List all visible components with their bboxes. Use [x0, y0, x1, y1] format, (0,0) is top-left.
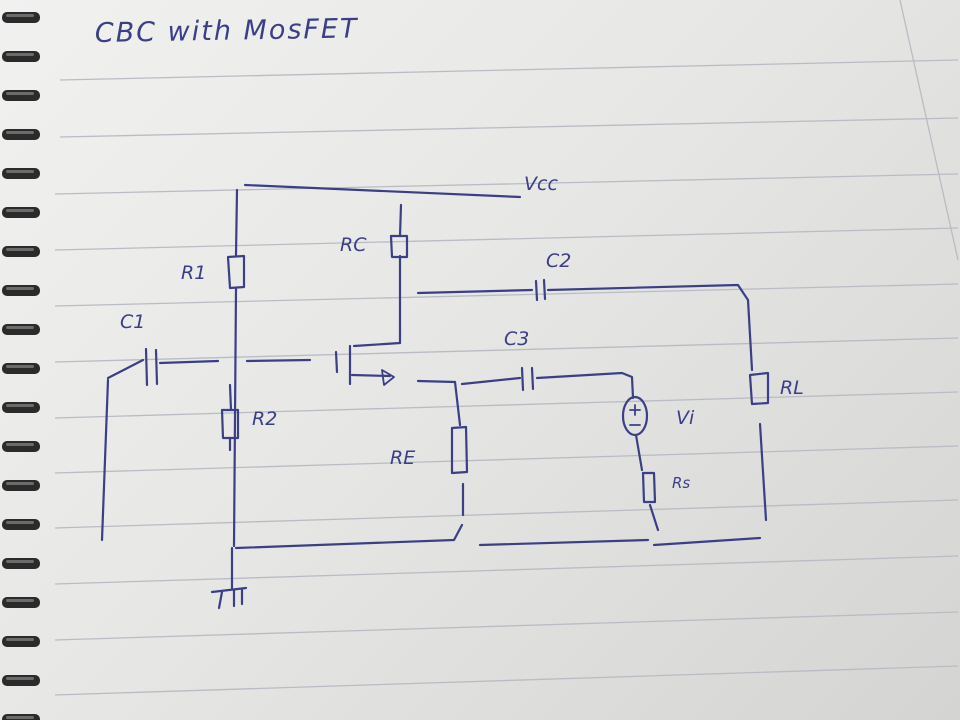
capacitor-c3 [520, 366, 535, 392]
binding-ring-highlight [6, 599, 34, 602]
binding-ring-highlight [6, 677, 34, 680]
label-re: RE [390, 447, 415, 469]
binding-ring-highlight [6, 443, 34, 446]
binding-ring-highlight [6, 326, 34, 329]
binding-ring-highlight [6, 131, 34, 134]
resistor-rl [748, 371, 770, 406]
binding-ring-highlight [6, 716, 34, 719]
resistor-r2 [220, 383, 240, 452]
binding-ring-highlight [6, 287, 34, 290]
ruled-lines [54, 0, 959, 696]
label-vi: Vi [676, 407, 695, 429]
binding-ring-highlight [6, 365, 34, 368]
resistor-re [450, 425, 469, 475]
label-rl: RL [780, 377, 804, 399]
page-title: CBC with MosFET [95, 13, 360, 49]
voltage-source-vi [621, 395, 649, 437]
spiral-binding [2, 12, 40, 720]
binding-ring-highlight [6, 170, 34, 173]
binding-ring-highlight [6, 521, 34, 524]
label-c1: C1 [120, 311, 145, 333]
binding-ring-highlight [6, 638, 34, 641]
binding-ring-highlight [6, 92, 34, 95]
binding-ring-highlight [6, 53, 34, 56]
label-c2: C2 [546, 250, 571, 272]
binding-ring-highlight [6, 404, 34, 407]
label-rc: RC [340, 234, 367, 256]
resistor-rc [389, 234, 409, 259]
binding-ring-highlight [6, 560, 34, 563]
binding-ring-highlight [6, 248, 34, 251]
binding-ring-highlight [6, 482, 34, 485]
label-vcc: Vcc [524, 173, 558, 195]
capacitor-c1 [144, 347, 159, 387]
capacitor-c2 [534, 278, 547, 302]
label-rs: Rs [672, 474, 690, 492]
resistor-r1 [226, 254, 246, 290]
circuit-wires [100, 183, 768, 610]
label-c3: C3 [504, 328, 529, 350]
resistor-rs [641, 471, 657, 504]
binding-ring-highlight [6, 209, 34, 212]
label-r2: R2 [252, 408, 277, 430]
binding-ring-highlight [6, 14, 34, 17]
label-r1: R1 [181, 262, 206, 284]
